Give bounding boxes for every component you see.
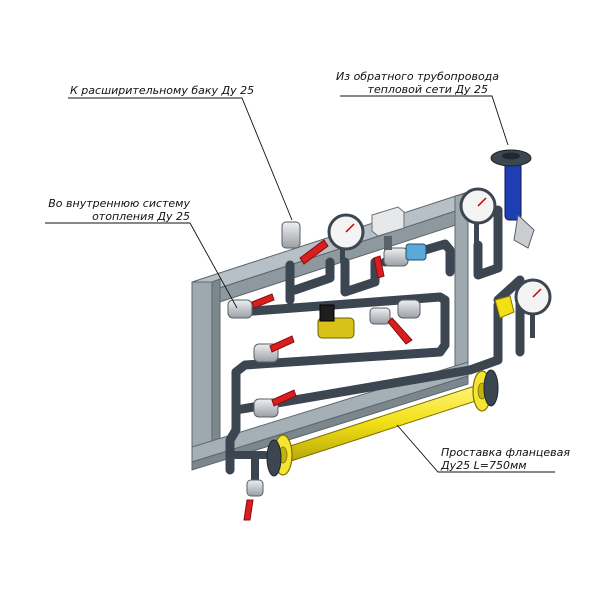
label-expansion-tank: К расширительному баку Ду 25 [70,84,255,97]
valve-handles [243,239,413,521]
upper-manifold-pipe [285,239,455,305]
leader-flanged-spool [396,424,555,473]
right-riser-pipe [473,205,525,357]
gauge-lower-right [514,278,552,338]
pipework [225,205,525,494]
valve-handle-middle [387,317,413,345]
leader-lines [45,95,555,473]
valve-handle-drain [243,499,254,521]
middle-pipe [231,292,450,405]
valve-handle-upper-right [373,255,385,279]
gauge-upper-left [327,213,365,263]
strainer [494,295,515,319]
valve-handle-expansion [299,239,329,265]
valve-handle-low-left [271,389,297,407]
gauge-upper-right [459,187,497,244]
pressure-gauges [327,187,552,338]
actuator-box [371,206,405,250]
valve-handle-internal [251,293,275,309]
valve-handle-mid-left [269,335,295,353]
check-valve [490,149,535,249]
expansion-fitting [281,221,301,249]
leader-internal-system [45,222,238,309]
flow-meter [405,243,427,261]
leader-expansion-tank [68,97,293,221]
leader-return-pipeline [340,95,509,146]
label-return-pipeline: Из обратного трубопровода тепловой сети … [336,70,500,96]
solenoid-valve [317,304,355,339]
label-flanged-spool: Проставка фланцевая Ду25 L=750мм [441,446,571,472]
label-internal-system: Во внутреннюю систему отопления Ду 25 [48,197,190,223]
fittings [227,221,421,497]
flanged-spool [266,369,499,477]
lower-pipe [225,300,503,475]
